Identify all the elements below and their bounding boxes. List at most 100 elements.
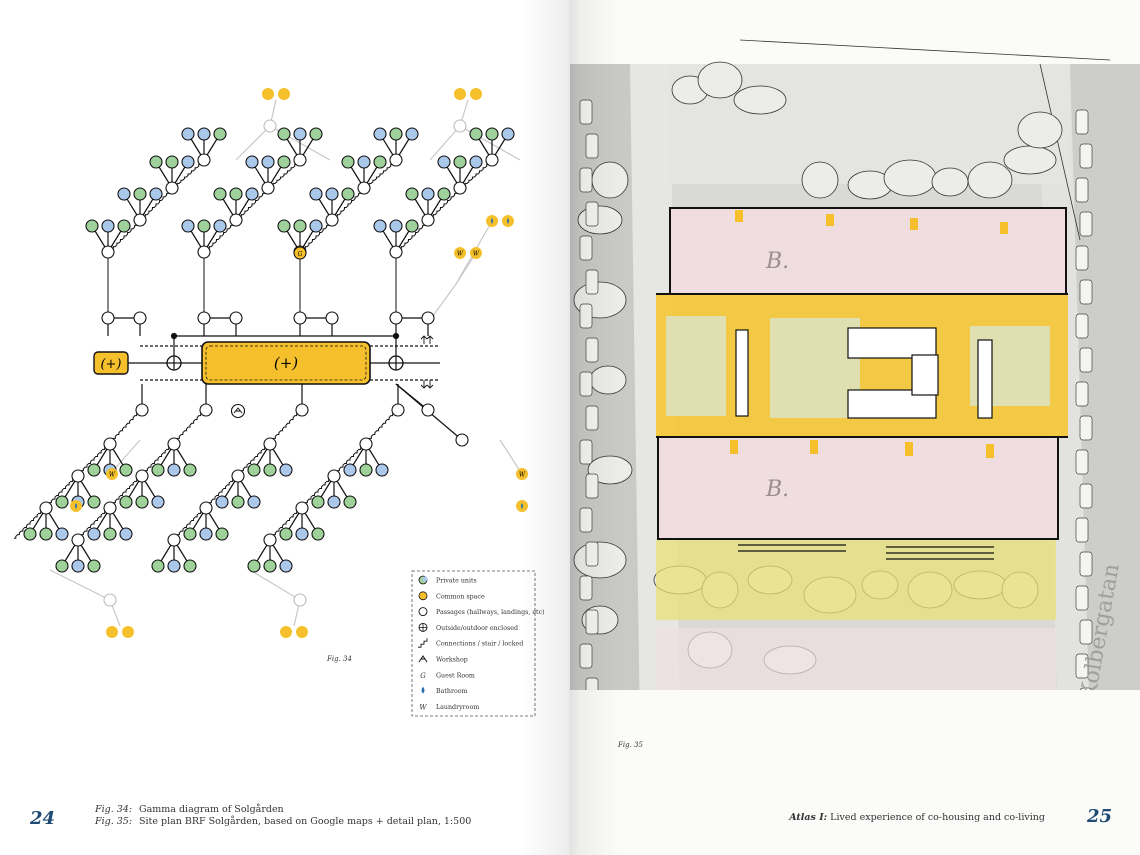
up-0-2-unit-2 [181, 155, 195, 169]
up-2-1-unit-0 [309, 187, 323, 201]
down-1-0-passage [263, 437, 277, 451]
gray-passage-3 [293, 593, 307, 607]
down-1-3-passage [167, 533, 181, 547]
down-2-3-unit-2 [279, 559, 293, 573]
guest-room-node [293, 246, 307, 260]
legend-item-workshop: Workshop [418, 655, 468, 664]
down-branch-1-base [295, 403, 309, 417]
legend-item-passage: Passages (hallways, landings, etc) [418, 607, 545, 616]
up-2-1-passage [325, 213, 339, 227]
up-2-0-unit-1 [293, 219, 307, 233]
fig-34-label: Fig. 34 [326, 655, 352, 663]
up-3-0-unit-2 [405, 219, 419, 233]
up-0-0-unit-2 [117, 219, 131, 233]
up-0-3-unit-2 [213, 127, 227, 141]
up-1-3-passage [293, 153, 307, 167]
down-3-1-passage [71, 469, 85, 483]
down-0-0-passage [167, 437, 181, 451]
down-branch-0-base [199, 403, 213, 417]
caption-fig-35: Fig. 35:Site plan BRF Solgården, based o… [95, 816, 472, 827]
up-2-3-passage [389, 153, 403, 167]
up-branch-2-base-b [325, 311, 339, 325]
outside-junction-right [388, 355, 404, 371]
gray-passage-0 [263, 119, 277, 133]
building-south [657, 436, 1059, 540]
up-0-1-passage [133, 213, 147, 227]
up-0-0-passage [101, 245, 115, 259]
down-0-2-unit-2 [119, 527, 133, 541]
common-node-0 [262, 88, 274, 100]
down-1-3-unit-1 [167, 559, 181, 573]
down-2-2-passage [295, 501, 309, 515]
down-3-2-passage [39, 501, 53, 515]
up-branch-0-base [101, 311, 115, 325]
up-3-3-unit-0 [469, 127, 483, 141]
common-node-3 [470, 88, 482, 100]
up-2-3-unit-1 [389, 127, 403, 141]
legend-label: Passages (hallways, landings, etc) [436, 609, 545, 616]
up-1-2-unit-0 [245, 155, 259, 169]
down-1-0-unit-2 [279, 463, 293, 477]
up-2-1-unit-1 [325, 187, 339, 201]
figure-captions: Fig. 34:Gamma diagram of Solgården Fig. … [95, 804, 471, 828]
common-node-5 [122, 626, 134, 638]
laundry-node-3 [516, 468, 528, 480]
building-north [669, 207, 1067, 295]
up-3-0-unit-1 [389, 219, 403, 233]
down-right-1 [455, 433, 469, 447]
down-1-2-unit-1 [199, 527, 213, 541]
down-3-0-passage [103, 437, 117, 451]
down-0-2-unit-1 [103, 527, 117, 541]
laundry-node-0 [454, 247, 466, 259]
up-0-0-unit-1 [101, 219, 115, 233]
svg-text:W: W [419, 703, 427, 711]
up-0-2-passage [165, 181, 179, 195]
up-1-0-unit-2 [213, 219, 227, 233]
common-space-side [93, 351, 129, 375]
legend-label: Bathroom [436, 688, 468, 695]
legend-label: Guest Room [436, 672, 475, 679]
up-1-1-unit-1 [229, 187, 243, 201]
legend-item-common-space: Common space [418, 591, 485, 600]
up-0-2-unit-0 [149, 155, 163, 169]
common-node-7 [296, 626, 308, 638]
up-3-2-unit-0 [437, 155, 451, 169]
laundry-node-1 [470, 247, 482, 259]
up-1-3-unit-2 [309, 127, 323, 141]
down-1-3-unit-2 [183, 559, 197, 573]
up-branch-1-base-b [229, 311, 243, 325]
legend-label: Common space [436, 593, 485, 600]
up-3-0-passage [389, 245, 403, 259]
up-3-3-passage [485, 153, 499, 167]
up-1-1-unit-0 [213, 187, 227, 201]
up-2-2-unit-2 [373, 155, 387, 169]
gray-passage-2 [103, 593, 117, 607]
down-2-0-unit-0 [343, 463, 357, 477]
up-1-0-unit-0 [181, 219, 195, 233]
up-2-3-unit-2 [405, 127, 419, 141]
fig-35-label: Fig. 35 [618, 741, 643, 749]
down-0-3-unit-0 [55, 559, 69, 573]
up-3-3-unit-2 [501, 127, 515, 141]
legend-item-private-units: Private units [418, 575, 477, 585]
legend-item-connection: Connections / stair / locked [418, 638, 523, 648]
page-number-left: 24 [30, 808, 56, 829]
down-0-3-unit-2 [87, 559, 101, 573]
down-branch-3-base [135, 403, 149, 417]
up-2-0-unit-0 [277, 219, 291, 233]
up-3-2-unit-1 [453, 155, 467, 169]
down-2-1-passage [327, 469, 341, 483]
down-0-3-passage [71, 533, 85, 547]
down-2-3-passage [263, 533, 277, 547]
down-right-0 [421, 403, 435, 417]
down-3-2-unit-2 [55, 527, 69, 541]
down-0-3-unit-1 [71, 559, 85, 573]
down-2-2-unit-1 [295, 527, 309, 541]
down-3-1-unit-2 [87, 495, 101, 509]
up-branch-0-base-b [133, 311, 147, 325]
down-0-0-unit-2 [183, 463, 197, 477]
down-0-2-unit-0 [87, 527, 101, 541]
workshop-icon [230, 403, 246, 419]
